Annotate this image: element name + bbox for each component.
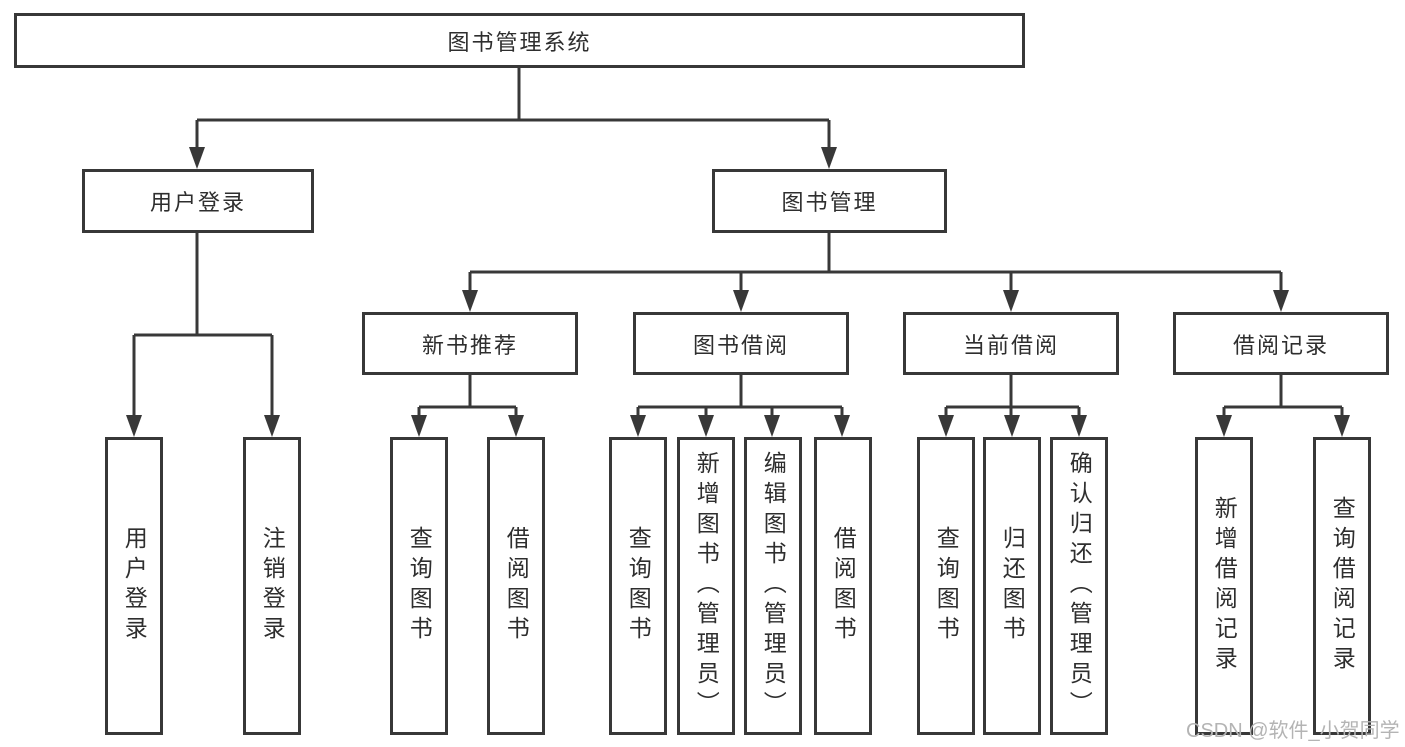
leaf-user-login-label: 用户登录: [121, 526, 148, 646]
connector-book-mgmt-modules: [462, 232, 1289, 312]
node-user-login-label: 用户登录: [149, 190, 246, 215]
node-new-book-recommend: 新书推荐: [362, 312, 578, 375]
node-book-mgmt-label: 图书管理: [781, 190, 878, 215]
leaf-borrow-books-1-label: 借阅图书: [503, 526, 530, 646]
watermark: CSDN @软件_小贺同学: [1186, 720, 1400, 742]
connector-borrow-records-children: [1216, 375, 1350, 437]
leaf-add-borrow-record-label: 新增借阅记录: [1211, 496, 1238, 676]
node-current-borrow: 当前借阅: [903, 312, 1119, 375]
leaf-return-book-label: 归还图书: [999, 526, 1026, 646]
leaf-borrow-books-2-label: 借阅图书: [830, 526, 857, 646]
leaf-query-books-2-label: 查询图书: [625, 526, 652, 646]
leaf-user-login: 用户登录: [105, 437, 163, 735]
leaf-query-books-2: 查询图书: [609, 437, 667, 735]
node-current-borrow-label: 当前借阅: [962, 332, 1059, 358]
node-root-label: 图书管理系统: [447, 29, 592, 55]
connector-book-borrow-children: [630, 375, 850, 437]
leaf-edit-book-admin: 编辑图书（管理员）: [744, 437, 802, 735]
leaf-logout-label: 注销登录: [259, 526, 286, 646]
leaf-query-books-3: 查询图书: [917, 437, 975, 735]
connector-root-to-level2: [189, 68, 837, 169]
leaf-confirm-return-admin-label: 确认归还（管理员）: [1066, 451, 1093, 721]
leaf-query-books-3-label: 查询图书: [933, 526, 960, 646]
connector-new-book-children: [411, 375, 524, 437]
leaf-borrow-books-2: 借阅图书: [814, 437, 872, 735]
leaf-query-books-1-label: 查询图书: [406, 526, 433, 646]
leaf-add-book-admin-label: 新增图书（管理员）: [693, 451, 720, 721]
node-borrow-records-label: 借阅记录: [1232, 332, 1329, 358]
leaf-add-book-admin: 新增图书（管理员）: [677, 437, 735, 735]
node-book-borrow: 图书借阅: [633, 312, 849, 375]
node-book-borrow-label: 图书借阅: [692, 332, 789, 358]
leaf-return-book: 归还图书: [983, 437, 1041, 735]
node-book-mgmt: 图书管理: [712, 169, 947, 233]
leaf-query-books-1: 查询图书: [390, 437, 448, 735]
connector-user-login-children: [126, 233, 280, 437]
leaf-add-borrow-record: 新增借阅记录: [1195, 437, 1253, 735]
node-user-login: 用户登录: [82, 169, 314, 233]
leaf-logout: 注销登录: [243, 437, 301, 735]
leaf-query-borrow-record-label: 查询借阅记录: [1329, 496, 1356, 676]
leaf-borrow-books-1: 借阅图书: [487, 437, 545, 735]
leaf-edit-book-admin-label: 编辑图书（管理员）: [760, 451, 787, 721]
node-root: 图书管理系统: [14, 13, 1025, 68]
leaf-query-borrow-record: 查询借阅记录: [1313, 437, 1371, 735]
leaf-confirm-return-admin: 确认归还（管理员）: [1050, 437, 1108, 735]
node-new-book-recommend-label: 新书推荐: [421, 332, 518, 358]
node-borrow-records: 借阅记录: [1173, 312, 1389, 375]
connector-current-borrow-children: [938, 375, 1087, 437]
